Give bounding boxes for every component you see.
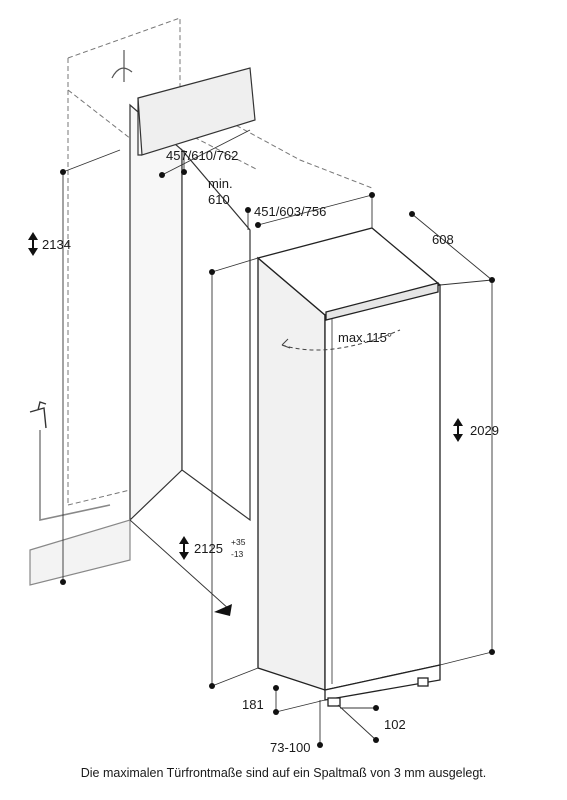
appliance-height-label: 2029 — [470, 423, 499, 438]
arrow-2134-icon — [28, 232, 38, 256]
door-angle-label: max.115° — [338, 330, 392, 345]
arrow-2029-icon — [453, 418, 463, 442]
caption: Die maximalen Türfrontmaße sind auf ein … — [80, 766, 487, 780]
door-swing-arrow-icon — [281, 338, 291, 349]
door-swing-arc — [281, 329, 401, 351]
niche-height-label: 2134 — [42, 237, 71, 252]
tolerance-minus-label: -13 — [231, 549, 244, 559]
vent-icon — [111, 50, 133, 82]
furniture-cabinet — [29, 67, 256, 586]
dimension-lines — [62, 129, 493, 745]
water-tap-icon — [29, 401, 111, 521]
niche-depth-label: 457/610/762 — [166, 148, 238, 163]
dimension-markers — [60, 169, 495, 748]
foot-offset-label: 102 — [384, 717, 406, 732]
height-arrow-icons — [28, 232, 463, 560]
plinth-height-label: 73-100 — [270, 740, 310, 755]
appliance-depth-label: 608 — [432, 232, 454, 247]
plinth-depth-label: 181 — [242, 697, 264, 712]
appliance-body — [256, 227, 442, 707]
cabinet-width-label: 451/603/756 — [254, 204, 326, 219]
arrow-2125-icon — [179, 536, 189, 560]
niche-height-main-label: 2125 — [194, 541, 223, 556]
min-depth-label: min. — [208, 176, 233, 191]
floor-arrow-icon — [214, 604, 232, 616]
tolerance-plus-label: +35 — [231, 537, 246, 547]
min-depth-value: 610 — [208, 192, 230, 207]
